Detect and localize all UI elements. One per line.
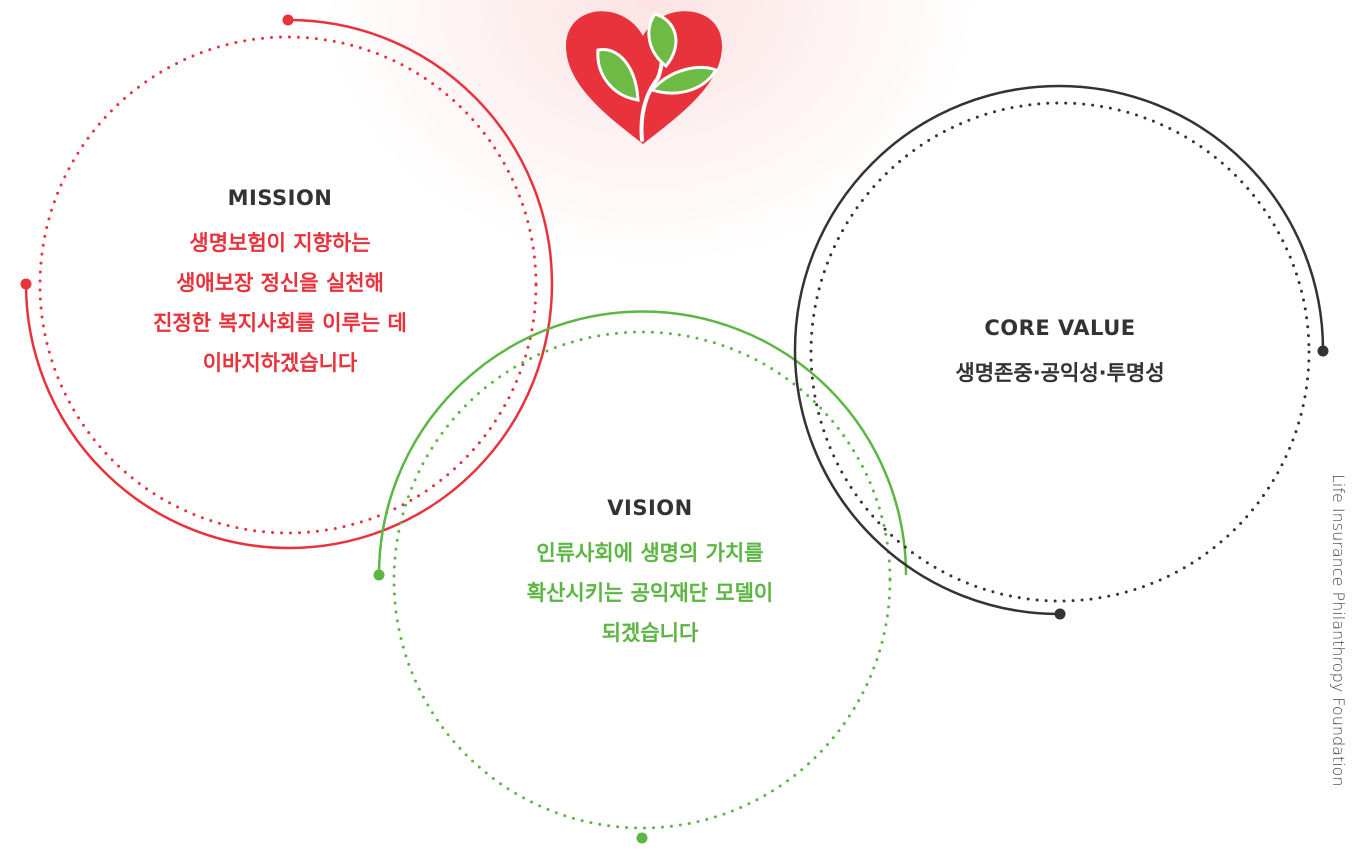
core-value-solid-arc: [793, 84, 1325, 616]
core-value-circle: [793, 84, 1329, 620]
vision-title: VISION: [607, 496, 693, 520]
mission-line: 이바지하겠습니다: [202, 351, 358, 375]
vision-solid-arc: [377, 310, 908, 576]
vision-line: 인류사회에 생명의 가치를: [536, 541, 764, 565]
core-value-arc-start-dot: [1317, 345, 1329, 357]
mission-circle: [20, 14, 554, 550]
foundation-name-vertical: Life Insurance Philanthropy Foundation: [1329, 474, 1348, 787]
core-value-dotted-ring: [809, 101, 1311, 603]
mission-title: MISSION: [227, 186, 333, 210]
heart-shape: [566, 11, 722, 144]
mission-line: 생명보험이 지향하는: [189, 231, 371, 255]
mission-line: 진정한 복지사회를 이루는 데: [153, 311, 407, 335]
vision-line: 되겠습니다: [601, 621, 699, 645]
leaf-right: [649, 66, 719, 95]
vision-arc-bottom-dot: [636, 832, 648, 844]
vision-line: 확산시키는 공익재단 모델이: [526, 581, 774, 605]
mission-line: 생애보장 정신을 실천해: [176, 271, 384, 295]
mission-arc-end-dot: [20, 278, 32, 290]
mission-arc-start-dot: [282, 14, 294, 26]
leaf-top: [647, 12, 678, 69]
core-value-arc-end-dot: [1054, 608, 1066, 620]
core-value-line: 생명존중·공익성·투명성: [955, 361, 1165, 385]
leaf-left: [596, 48, 640, 102]
heart-leaf-logo: [566, 11, 722, 144]
vision-block: VISION 인류사회에 생명의 가치를 확산시키는 공익재단 모델이 되겠습니…: [440, 496, 860, 653]
mission-dotted-ring: [38, 35, 538, 535]
vision-arc-start-dot: [373, 569, 385, 581]
vision-dotted-ring: [392, 330, 892, 830]
vision-circle: [373, 310, 908, 844]
core-value-block: CORE VALUE 생명존중·공익성·투명성: [900, 316, 1220, 393]
core-value-title: CORE VALUE: [984, 316, 1136, 340]
mission-block: MISSION 생명보험이 지향하는 생애보장 정신을 실천해 진정한 복지사회…: [90, 186, 470, 383]
mission-solid-arc: [24, 18, 554, 550]
